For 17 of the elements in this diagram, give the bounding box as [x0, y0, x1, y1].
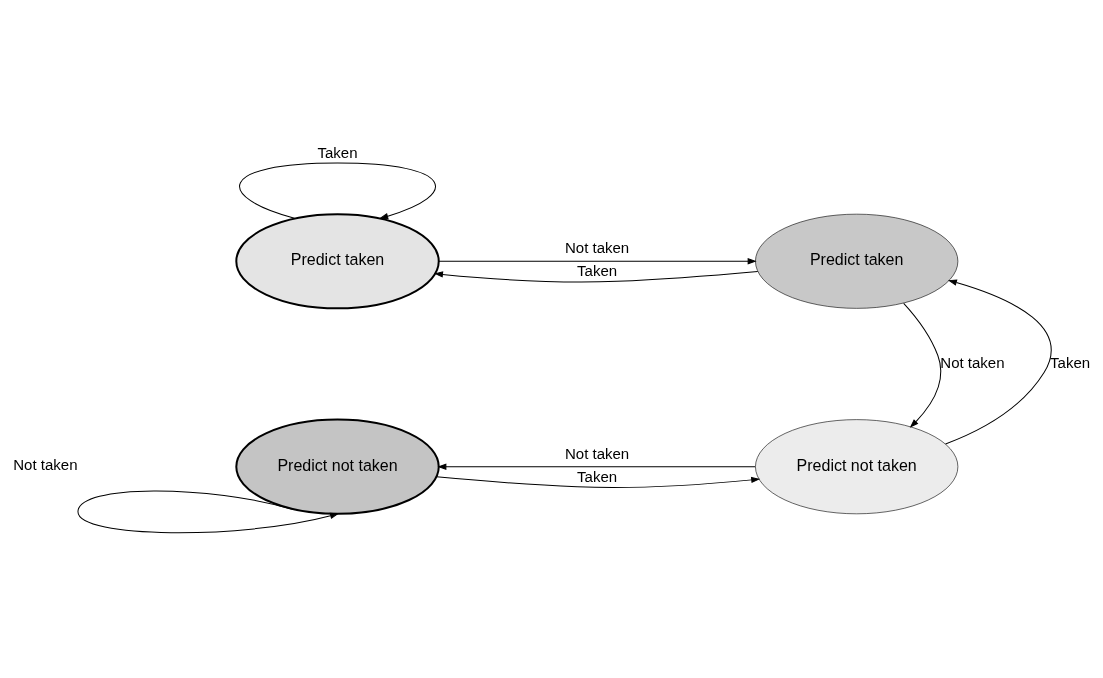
edge-label: Not taken [564, 238, 630, 256]
arrow [945, 279, 1052, 444]
arrow [438, 257, 756, 264]
edge-label: Not taken [940, 353, 1005, 370]
edge-label: Taken [577, 261, 618, 279]
arrow [434, 270, 759, 282]
arrow [903, 302, 942, 427]
node-ellipse: Predict not taken [235, 418, 440, 515]
arrow [77, 489, 339, 533]
arrow [435, 475, 760, 488]
edge-label: Not taken [13, 455, 78, 473]
edge-label: Taken [577, 467, 618, 485]
arrow [239, 162, 436, 219]
edge-label: Taken [317, 143, 358, 161]
arrow [438, 463, 756, 470]
edge-label: Not taken [564, 444, 630, 462]
edge-label: Taken [1050, 353, 1091, 370]
